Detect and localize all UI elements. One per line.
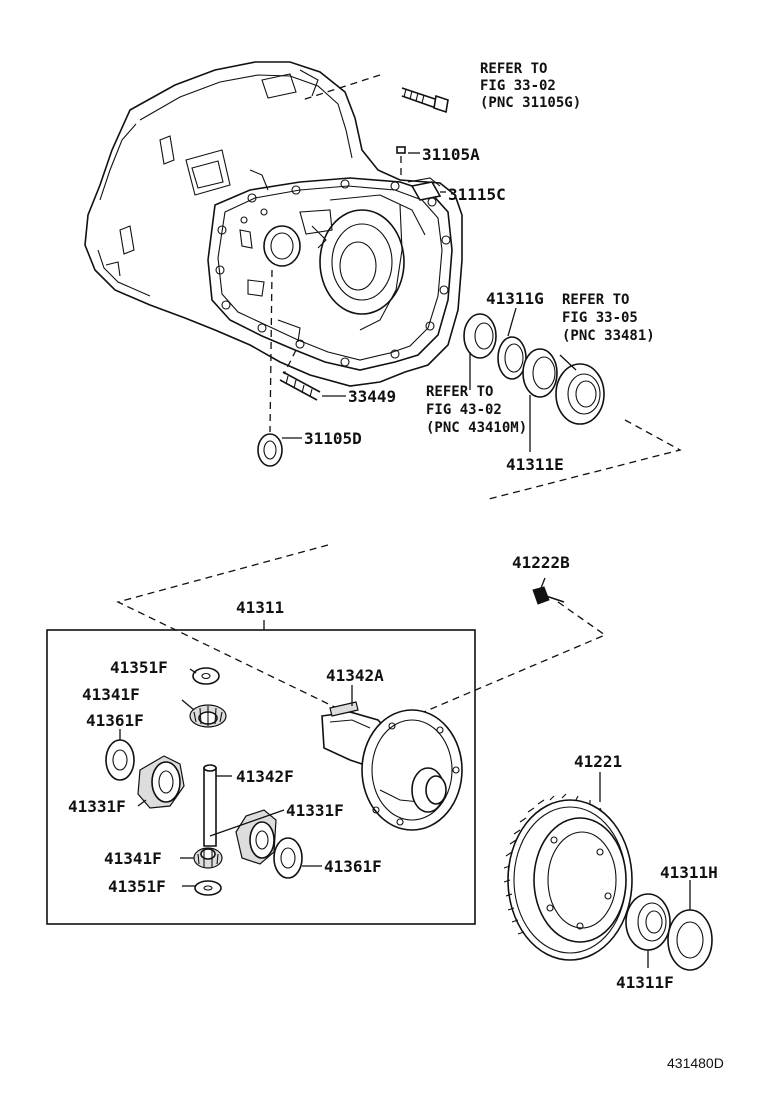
svg-text:REFER TO: REFER TO (480, 61, 547, 77)
svg-text:FIG 33-05: FIG 33-05 (562, 310, 638, 326)
label-41361f-left[interactable]: 41361F (86, 711, 144, 730)
shim-41311h[interactable] (667, 909, 713, 971)
dash-bolt-to-housing (301, 74, 381, 101)
differential-case[interactable] (321, 709, 463, 831)
svg-text:(PNC 43410M): (PNC 43410M) (426, 420, 527, 436)
transaxle-housing[interactable] (84, 61, 463, 387)
refer-3305-line2: FIG 33-05 (562, 310, 638, 326)
label-31105a[interactable]: 31105A (422, 145, 480, 164)
dash-seal-31105d (269, 269, 273, 433)
bearing-race-41311e[interactable] (522, 348, 558, 398)
diagram-code: 431480D (667, 1055, 724, 1071)
bearing-41311f[interactable] (625, 893, 671, 951)
refer-3302-line3: (PNC 31105G) (480, 95, 581, 111)
label-41311h[interactable]: 41311H (660, 863, 718, 882)
washer-41361f-left[interactable] (105, 739, 135, 781)
pin-31105a[interactable] (396, 146, 406, 154)
label-41342a[interactable]: 41342A (326, 666, 384, 685)
seal-refer-fig-43-02[interactable] (463, 313, 497, 359)
label-41351f-top[interactable]: 41351F (110, 658, 168, 677)
dash-bolt-link (404, 601, 607, 721)
refer-3302-line1: REFER TO (480, 61, 547, 77)
dash-case-link (116, 544, 346, 713)
side-gear-41331f-left[interactable] (137, 755, 185, 809)
washer-41351f-top[interactable] (192, 667, 220, 685)
refer-4302-line2: FIG 43-02 (426, 402, 502, 418)
svg-text:FIG 43-02: FIG 43-02 (426, 402, 502, 418)
label-41331f-left[interactable]: 41331F (68, 797, 126, 816)
label-31115c[interactable]: 31115C (448, 185, 506, 204)
label-41341f-bottom[interactable]: 41341F (104, 849, 162, 868)
label-41342f[interactable]: 41342F (236, 767, 294, 786)
pinion-41341f-top[interactable] (189, 704, 227, 728)
refer-3305-line3: (PNC 33481) (562, 328, 655, 344)
svg-text:(PNC 33481): (PNC 33481) (562, 328, 655, 344)
seal-31105d[interactable] (257, 433, 283, 467)
shim-41311g[interactable] (497, 336, 527, 380)
dash-right-assembly (484, 419, 682, 501)
label-31105d[interactable]: 31105D (304, 429, 362, 448)
label-41311e[interactable]: 41311E (506, 455, 564, 474)
refer-4302-line1: REFER TO (426, 384, 493, 400)
pin-41342a[interactable] (329, 701, 359, 717)
label-33449[interactable]: 33449 (348, 387, 396, 406)
label-41351f-bottom[interactable]: 41351F (108, 877, 166, 896)
leader-lines (119, 152, 691, 968)
washer-41351f-bottom[interactable] (194, 880, 222, 896)
label-41311f[interactable]: 41311F (616, 973, 674, 992)
washer-41361f-right[interactable] (273, 837, 303, 879)
label-41311g[interactable]: 41311G (486, 289, 544, 308)
plug-31115c[interactable] (410, 181, 442, 201)
dowel-33449[interactable] (279, 371, 321, 401)
svg-text:REFER TO: REFER TO (426, 384, 493, 400)
bolt-41222b[interactable] (532, 586, 565, 605)
seal-refer-fig-33-05[interactable] (555, 363, 605, 425)
label-41311[interactable]: 41311 (236, 598, 284, 617)
svg-text:REFER TO: REFER TO (562, 292, 629, 308)
svg-text:(PNC 31105G): (PNC 31105G) (480, 95, 581, 111)
label-41331f-right[interactable]: 41331F (286, 801, 344, 820)
part-labels: REFER TO FIG 33-02 (PNC 31105G) 31105A 3… (68, 61, 724, 1071)
pinion-shaft-41342f[interactable] (203, 764, 217, 847)
refer-3302-line2: FIG 33-02 (480, 78, 556, 94)
pinion-41341f-bottom[interactable] (193, 847, 223, 869)
refer-4302-line3: (PNC 43410M) (426, 420, 527, 436)
svg-text:FIG 33-02: FIG 33-02 (480, 78, 556, 94)
ring-gear-41221[interactable] (503, 793, 633, 961)
label-41341f-top[interactable]: 41341F (82, 685, 140, 704)
side-gear-41331f-right[interactable] (235, 809, 277, 865)
label-41221[interactable]: 41221 (574, 752, 622, 771)
refer-3305-line1: REFER TO (562, 292, 629, 308)
group-box-41311 (46, 629, 476, 925)
label-41222b[interactable]: 41222B (512, 553, 570, 572)
bolt-refer-fig-33-02[interactable] (401, 87, 449, 114)
dash-33449 (283, 349, 297, 375)
label-41361f-right[interactable]: 41361F (324, 857, 382, 876)
